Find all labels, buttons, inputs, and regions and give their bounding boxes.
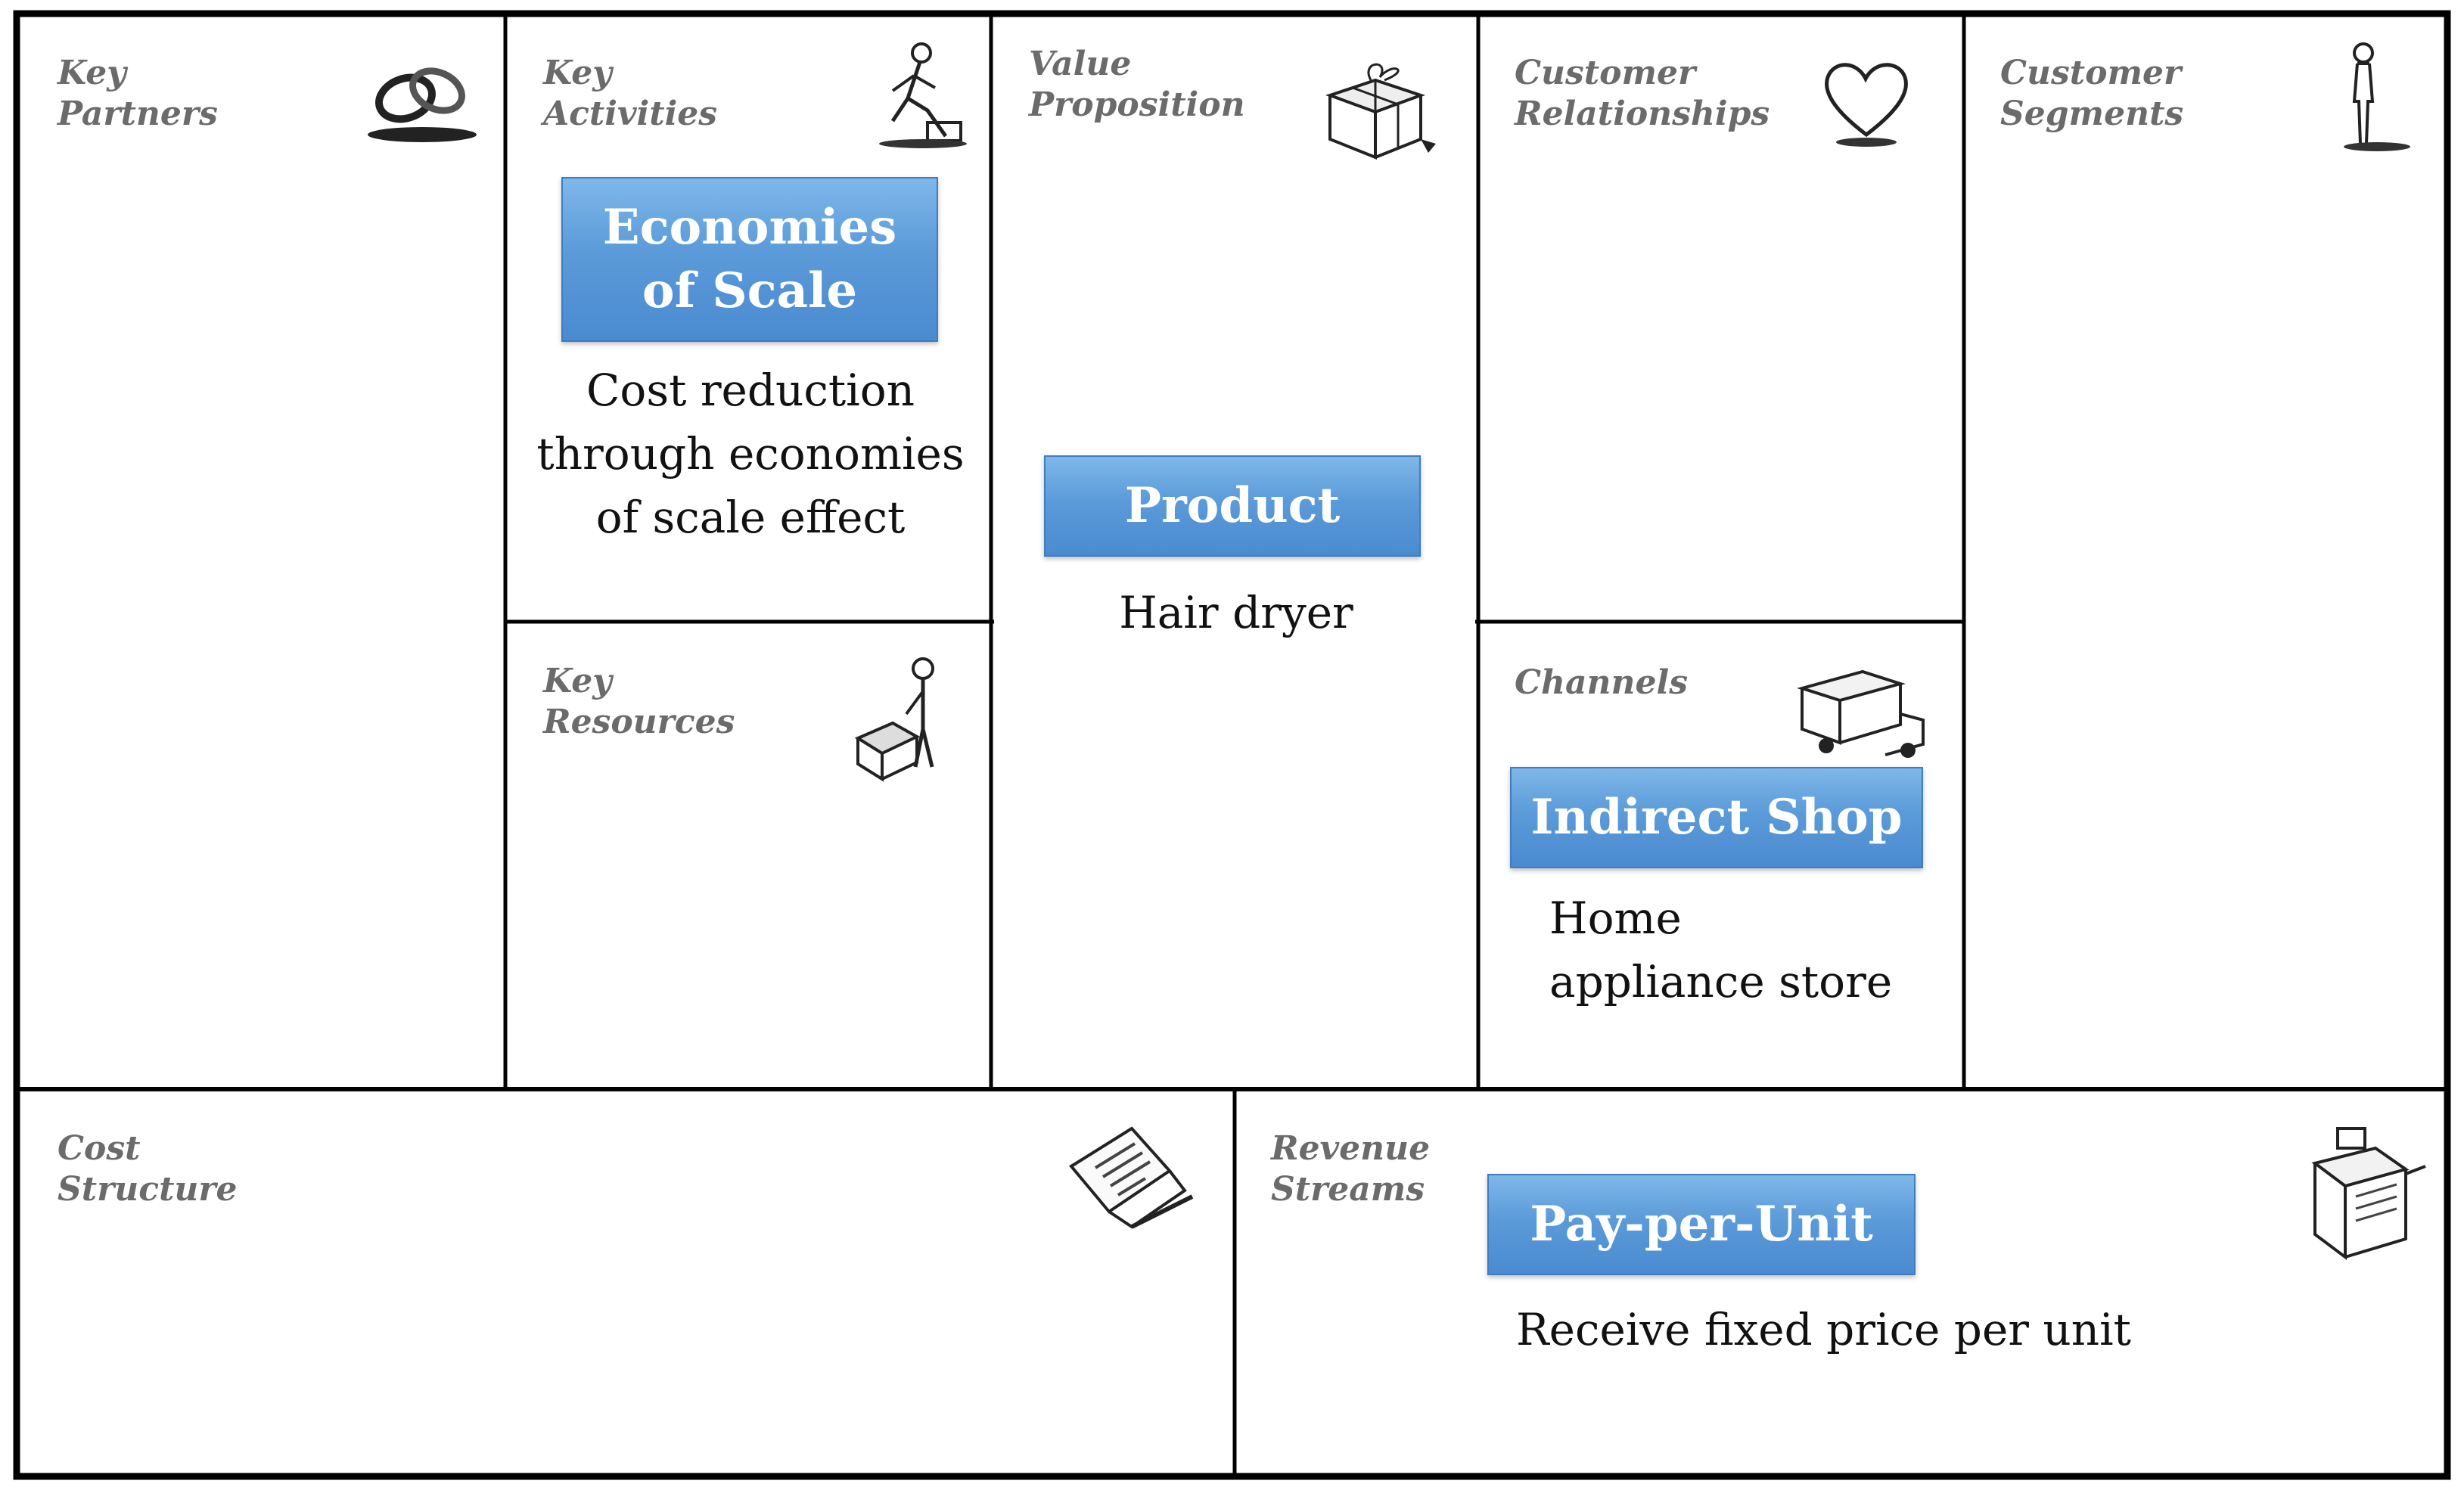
worker-icon [879, 42, 967, 148]
value-proposition-title: Value Proposition [1029, 45, 1245, 124]
indirect-shop-box: Indirect Shop [1510, 767, 1923, 868]
key-activities-title: Key Activities [543, 54, 718, 133]
revenue-streams-title: Revenue Streams [1271, 1129, 1431, 1209]
key-partners-title: Key Partners [57, 54, 218, 133]
gift-icon [1325, 63, 1436, 160]
pay-per-unit-box: Pay-per-Unit [1487, 1174, 1916, 1275]
outer-border [13, 10, 2451, 1480]
person-with-box-icon [854, 657, 934, 782]
revenue-streams-description: Receive fixed price per unit [1516, 1304, 2131, 1355]
channels-title: Channels [1515, 663, 1688, 702]
cash-register-icon [2311, 1127, 2426, 1260]
product-box: Product [1044, 455, 1421, 557]
customer-segments-title: Customer Segments [2000, 54, 2184, 133]
standing-person-icon [2344, 42, 2410, 151]
rings-icon [368, 67, 477, 142]
receipt-icon [1068, 1126, 1194, 1229]
customer-relationships-title: Customer Relationships [1515, 54, 1770, 133]
value-proposition-description: Hair dryer [1119, 587, 1353, 638]
key-resources-title: Key Resources [543, 662, 735, 741]
key-activities-description: Cost reduction through economies of scal… [536, 365, 965, 543]
economies-of-scale-box: Economies of Scale [561, 177, 938, 342]
truck-icon [1796, 669, 1925, 758]
heart-icon [1825, 63, 1908, 147]
channels-description: Home appliance store [1549, 892, 1893, 1007]
cost-structure-title: Cost Structure [57, 1129, 238, 1209]
